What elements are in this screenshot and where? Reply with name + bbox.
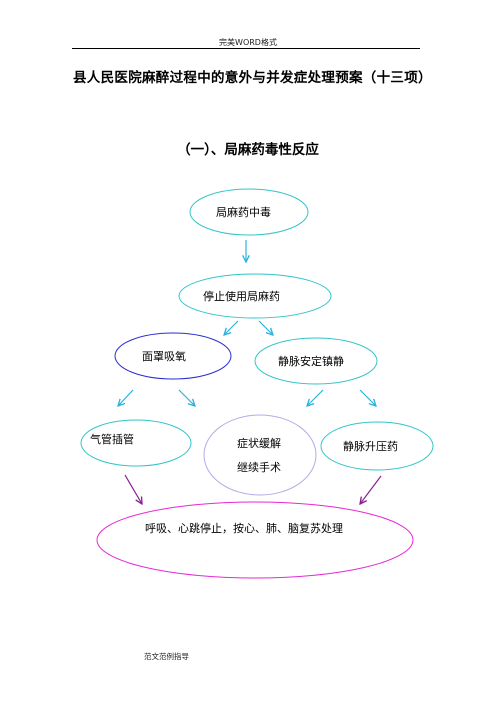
node-symptoms-relieved: 症状缓解 继续手术 — [203, 414, 317, 496]
node-5-label: 气管插管 — [90, 432, 134, 446]
arrow-4-to-6 — [307, 389, 324, 406]
node-iv-vasopressor: 静脉升压药 — [320, 421, 434, 471]
node-8-label: 呼吸、心跳停止，按心、肺、脑复苏处理 — [145, 521, 343, 535]
node-cpr-treatment: 呼吸、心跳停止，按心、肺、脑复苏处理 — [96, 501, 414, 579]
node-7-label: 静脉升压药 — [343, 439, 398, 453]
node-1-label: 局麻药中毒 — [216, 205, 271, 219]
header-divider — [72, 48, 420, 49]
arrow-7-to-8 — [360, 475, 382, 504]
node-6-label-line1: 症状缓解 — [237, 436, 281, 450]
section-title: （一）、局麻药毒性反应 — [177, 142, 319, 158]
node-2-label: 停止使用局麻药 — [203, 289, 280, 303]
page-header: 完美WORD格式 — [219, 38, 277, 47]
node-iv-diazepam-sedation: 静脉安定镇静 — [254, 337, 378, 385]
node-3-label: 面罩吸氧 — [142, 349, 186, 363]
arrow-2-to-4 — [258, 320, 273, 335]
page-footer: 范文范例指导 — [144, 652, 189, 661]
node-stop-anesthetic: 停止使用局麻药 — [178, 273, 332, 319]
arrow-4-to-7 — [359, 389, 376, 406]
arrow-3-to-6 — [178, 389, 195, 406]
arrow-3-to-5 — [118, 389, 134, 406]
arrow-5-to-8 — [124, 474, 142, 504]
node-local-anesthetic-toxicity: 局麻药中毒 — [189, 188, 309, 236]
node-6-label-line2: 继续手术 — [237, 460, 281, 474]
document-title: 县人民医院麻醉过程中的意外与并发症处理预案（十三项） — [73, 70, 432, 86]
node-4-label: 静脉安定镇静 — [278, 354, 344, 368]
arrow-2-to-3 — [224, 320, 239, 335]
node-mask-oxygen: 面罩吸氧 — [114, 332, 232, 380]
node-tracheal-intubation: 气管插管 — [80, 419, 192, 467]
